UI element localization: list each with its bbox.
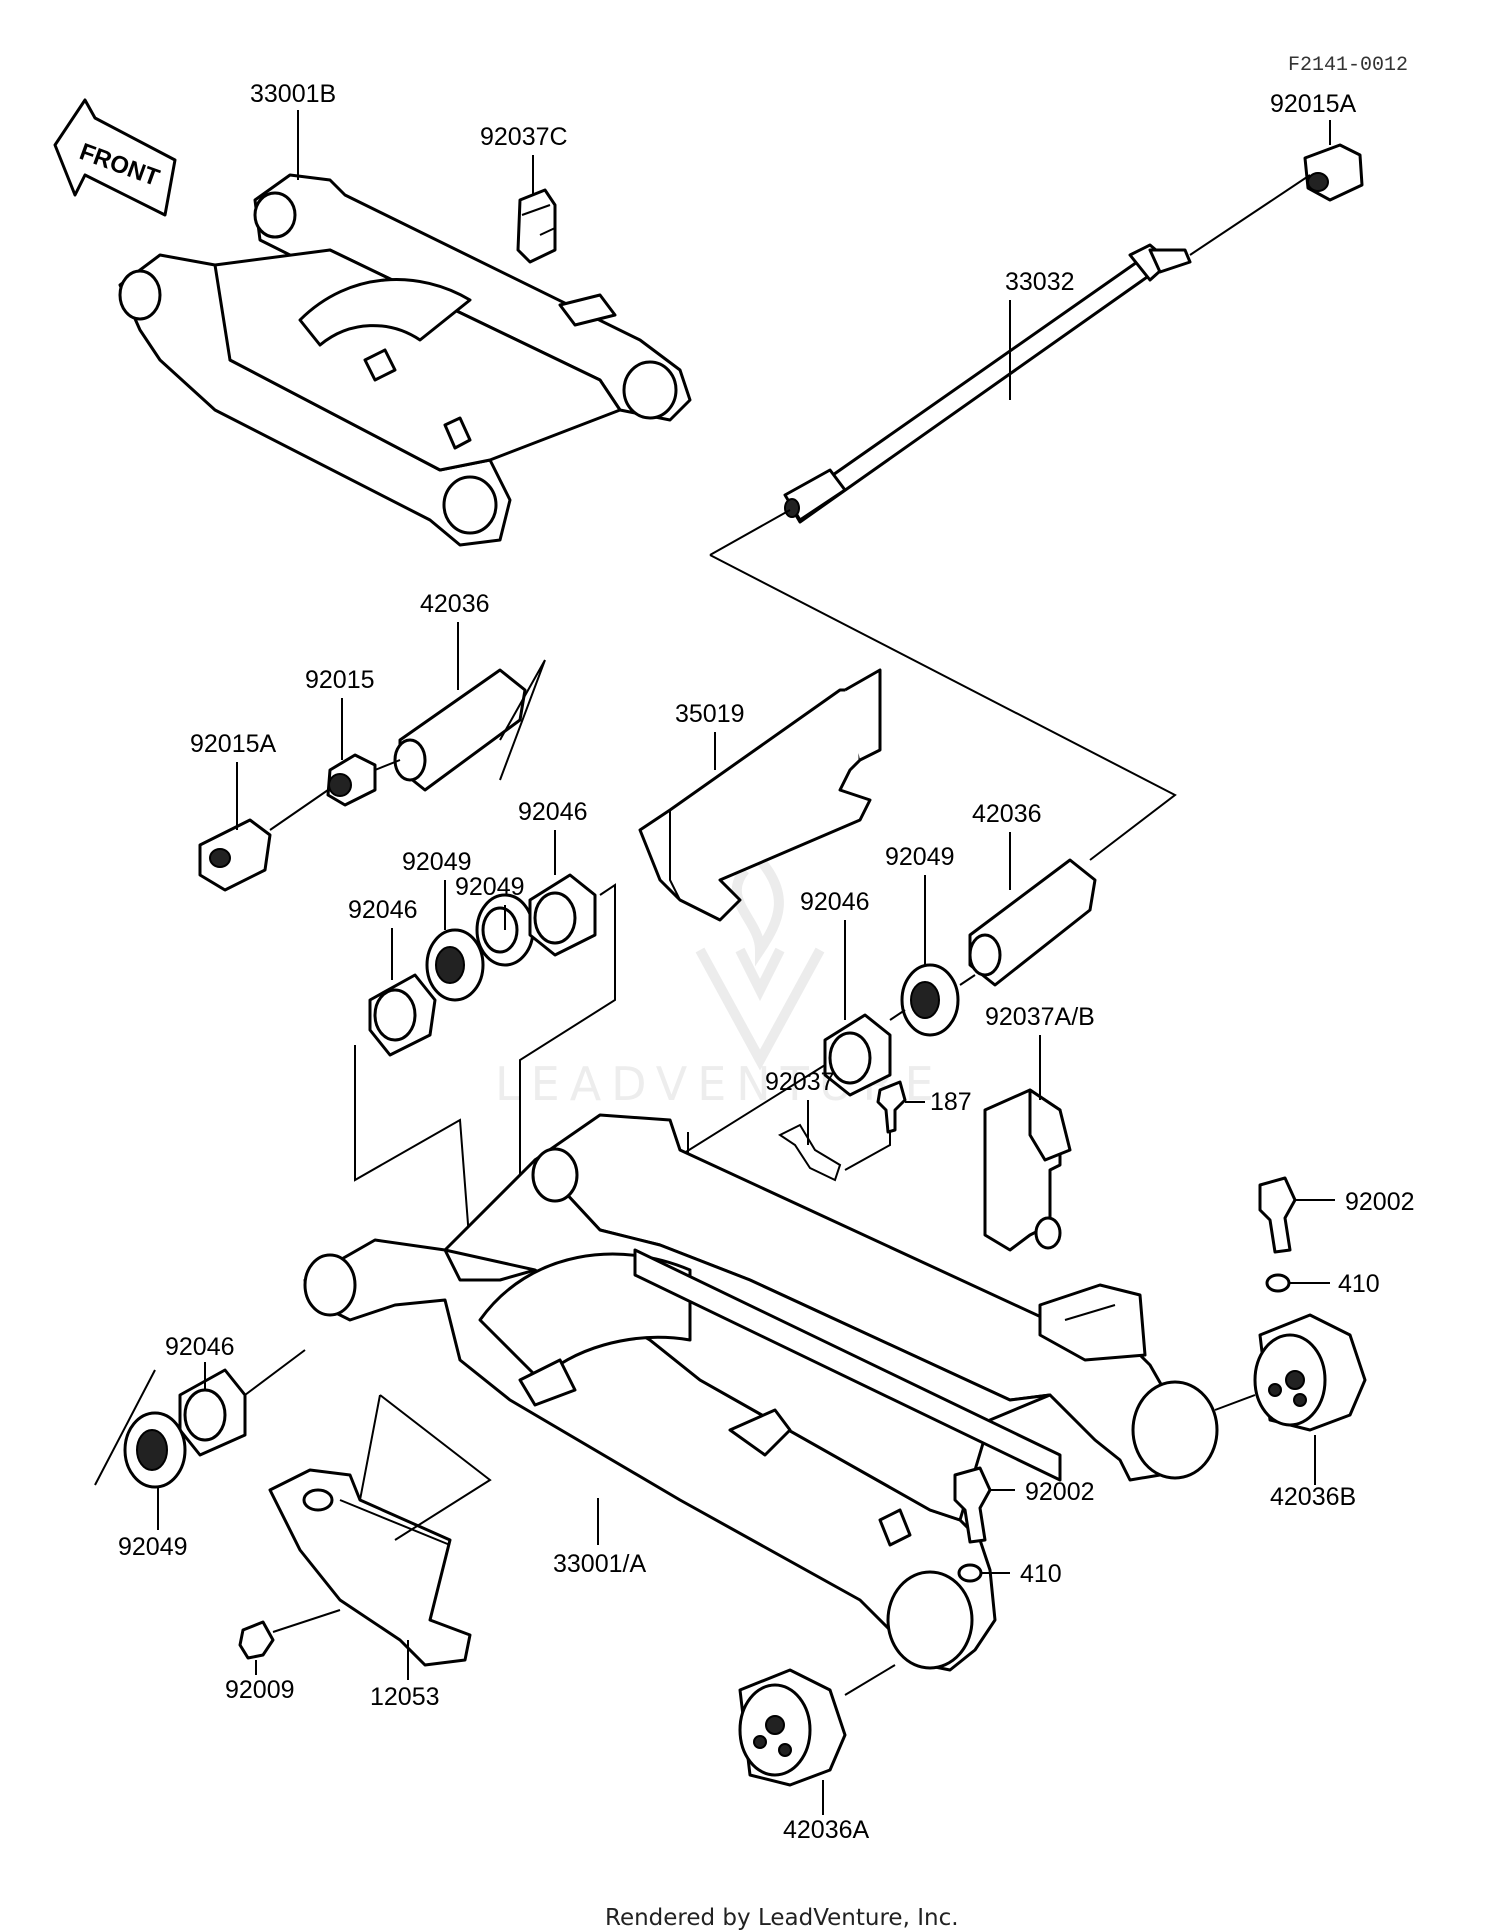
label-92046-b: 92046 (348, 896, 418, 924)
footer-credit: Rendered by LeadVenture, Inc. (605, 1905, 959, 1931)
label-92002-upper: 92002 (1345, 1188, 1415, 1216)
label-33001a: 33001/A (553, 1550, 646, 1578)
guard-35019 (638, 668, 882, 922)
label-92037ab: 92037A/B (985, 1003, 1095, 1031)
bearing-92046-d (178, 1368, 247, 1457)
label-410-lower: 410 (1020, 1560, 1062, 1588)
label-92009: 92009 (225, 1676, 295, 1704)
pivot-shaft-33032 (783, 174, 1311, 524)
label-92049-d: 92049 (118, 1533, 188, 1561)
label-42036b: 42036B (1270, 1483, 1356, 1511)
cap-42036b (1253, 1313, 1367, 1432)
collar-42036-right (968, 858, 1097, 987)
swingarm-upper (118, 173, 692, 547)
label-92002-lower: 92002 (1025, 1478, 1095, 1506)
washer-410-lower (957, 1563, 983, 1583)
label-33032: 33032 (1005, 268, 1075, 296)
label-187: 187 (930, 1088, 972, 1116)
label-92015a-top: 92015A (1270, 90, 1357, 118)
washer-410-upper (1265, 1273, 1291, 1293)
label-92049-b: 92049 (455, 873, 525, 901)
front-arrow: FRONT (53, 98, 177, 217)
chain-guide-12053 (268, 1468, 472, 1667)
bearing-92046-c (823, 1013, 892, 1097)
label-12053: 12053 (370, 1683, 440, 1711)
bearing-92046-a (368, 973, 437, 1057)
label-410-upper: 410 (1338, 1270, 1380, 1298)
label-42036a: 42036A (783, 1816, 870, 1844)
label-92046-a: 92046 (518, 798, 588, 826)
clip-92037c (516, 188, 557, 264)
label-92046-d: 92046 (165, 1333, 235, 1361)
label-33001b: 33001B (250, 80, 336, 108)
bushing-92015a-top (1303, 143, 1364, 202)
label-92037c: 92037C (480, 123, 568, 151)
swingarm-lower (303, 1113, 1219, 1672)
seal-92049-a (425, 928, 485, 1002)
label-92015: 92015 (305, 666, 375, 694)
label-42036-right: 42036 (972, 800, 1042, 828)
callout-labels: 33001B 92037C 92015A 33032 42036 92015 9… (118, 80, 1415, 1844)
label-92037: 92037 (765, 1068, 835, 1096)
watermark-logo (695, 856, 825, 1071)
bush-92015 (326, 753, 377, 807)
label-92015a: 92015A (190, 730, 277, 758)
diagram-code: F2141-0012 (1288, 54, 1408, 77)
clip-92037 (778, 1123, 842, 1182)
label-92049-c: 92049 (885, 843, 955, 871)
bolt-92009 (238, 1620, 275, 1660)
bolt-92002-upper (1258, 1176, 1297, 1254)
bearing-92046-b (528, 873, 597, 957)
seal-92049-c (900, 963, 960, 1037)
cap-42036a (738, 1668, 847, 1787)
screw-187 (876, 1080, 907, 1134)
bush-92015a (198, 759, 401, 892)
bolt-92002-lower (953, 1466, 992, 1544)
label-42036-left: 42036 (420, 590, 490, 618)
label-35019: 35019 (675, 700, 745, 728)
seal-92049-d (123, 1411, 187, 1489)
label-92049-a: 92049 (402, 848, 472, 876)
label-92046-c: 92046 (800, 888, 870, 916)
collar-42036-left (393, 659, 546, 792)
bracket-92037ab (983, 1088, 1072, 1252)
